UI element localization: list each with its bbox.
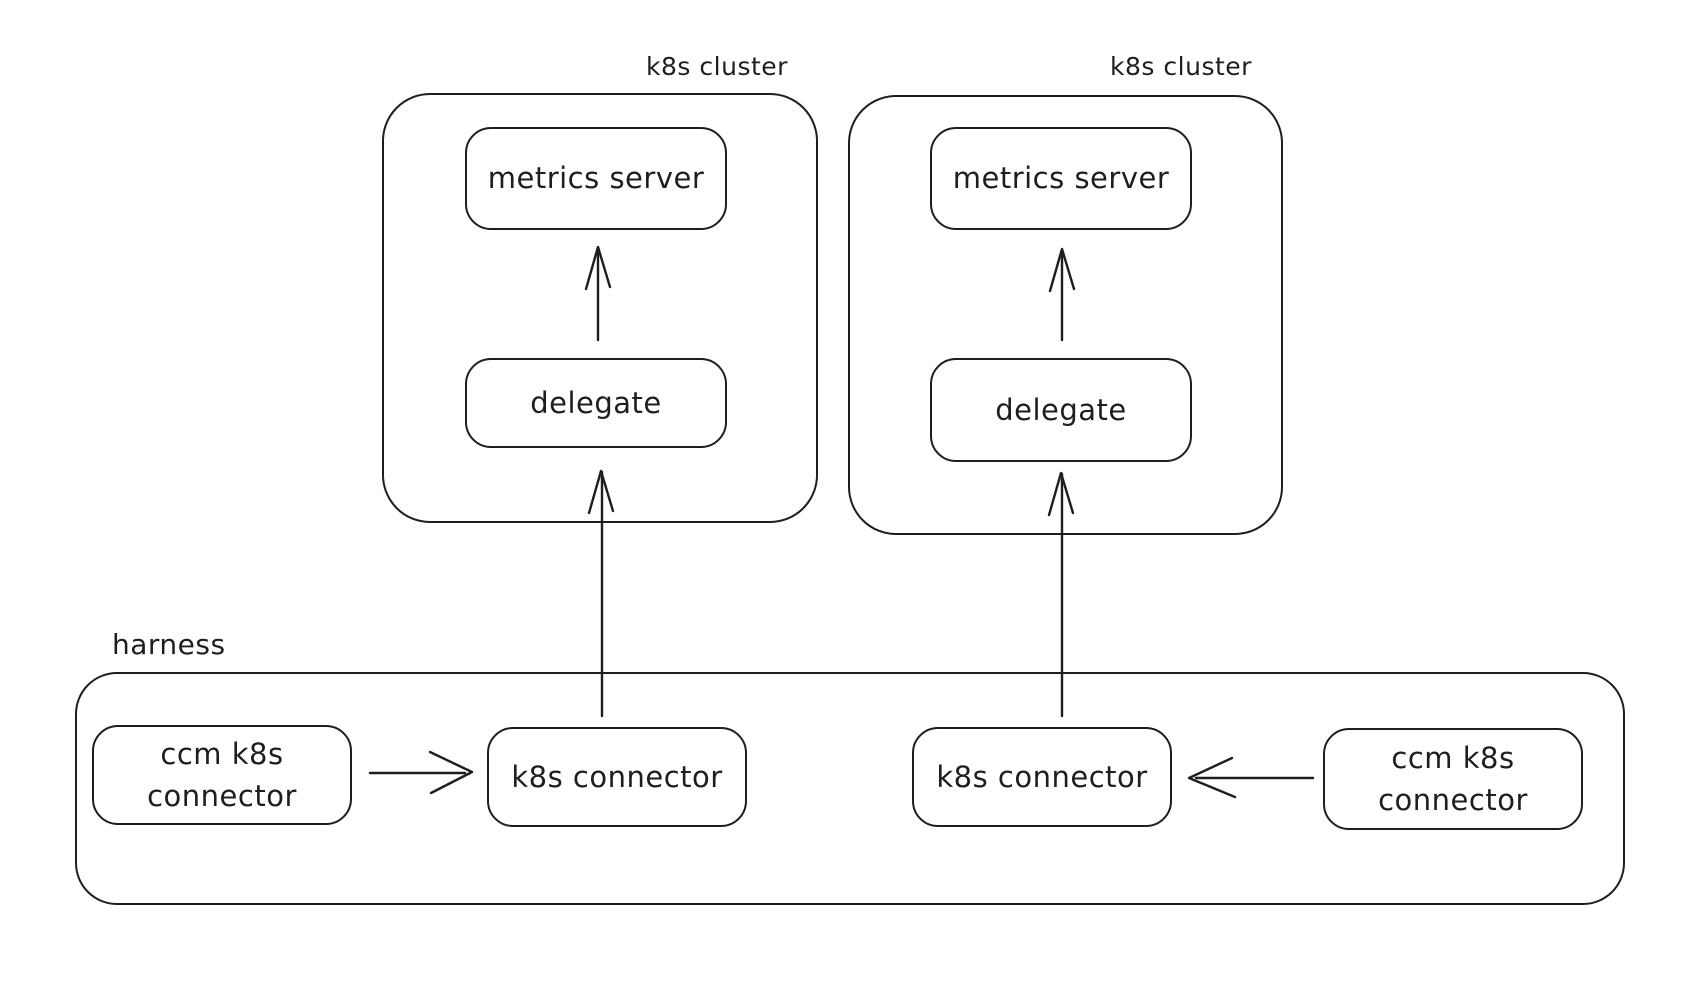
node-ccm-k8s-connector-left: ccm k8s connector [92,725,352,825]
harness-label: harness [112,628,226,661]
node-delegate-right-label: delegate [995,392,1127,427]
node-metrics-server-right-label: metrics server [952,161,1170,196]
node-k8s-connector-right: k8s connector [912,727,1172,827]
node-metrics-server-left-label: metrics server [487,161,705,196]
node-ccm-k8s-connector-left-label: ccm k8s connector [147,736,297,813]
node-k8s-connector-right-label: k8s connector [936,759,1148,794]
node-ccm-k8s-connector-right: ccm k8s connector [1323,728,1583,830]
node-delegate-left: delegate [465,358,727,448]
node-delegate-left-label: delegate [530,385,662,420]
node-delegate-right: delegate [930,358,1192,462]
node-metrics-server-right: metrics server [930,127,1192,230]
node-ccm-k8s-connector-right-label: ccm k8s connector [1378,740,1528,817]
node-k8s-connector-left: k8s connector [487,727,747,827]
k8s-cluster-label-left: k8s cluster [646,52,788,81]
node-metrics-server-left: metrics server [465,127,727,230]
k8s-cluster-label-right: k8s cluster [1110,52,1252,81]
node-k8s-connector-left-label: k8s connector [511,759,723,794]
